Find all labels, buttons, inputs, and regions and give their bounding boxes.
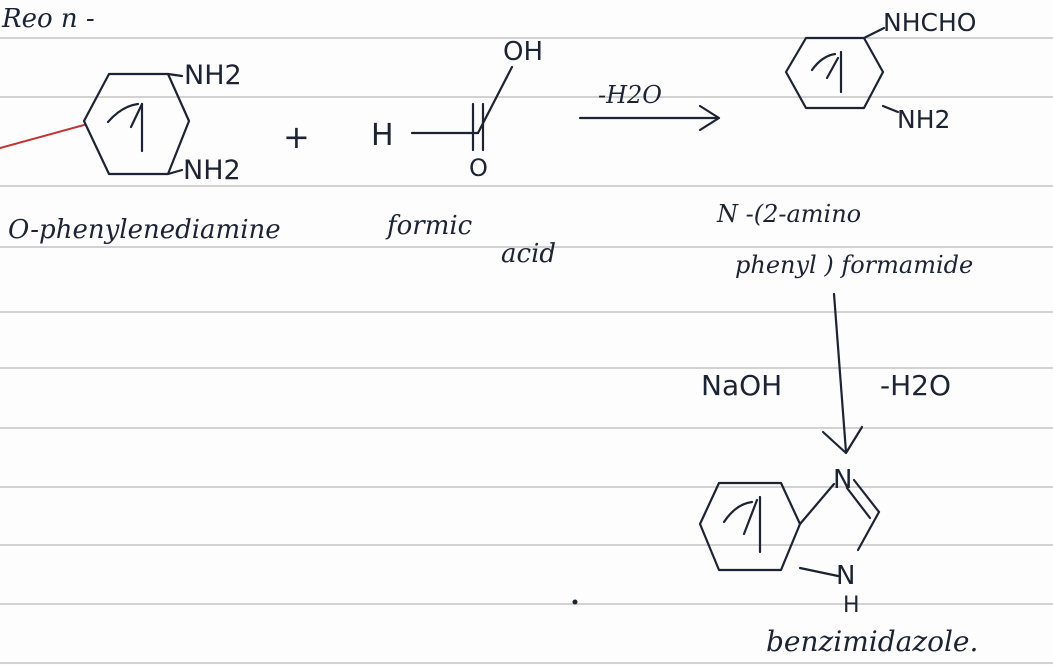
- product-n3: N: [836, 561, 855, 591]
- bond-to-nh2-top: [166, 72, 184, 78]
- formic-acid-oh: OH: [503, 37, 543, 67]
- reaction-arrow-1: [578, 104, 721, 132]
- step2-reagent: NaOH: [701, 369, 782, 402]
- arrow-2-shaft: [832, 292, 848, 454]
- reactant1-name: O-phenylenediamine: [8, 215, 281, 245]
- step2-condition: -H2O: [880, 369, 951, 402]
- ring-inner-arc-1: [106, 102, 140, 124]
- arrow-1-condition: -H2O: [598, 81, 662, 109]
- bond-n1-c2-b: [845, 486, 872, 520]
- bond-to-nh2-bottom: [166, 168, 184, 176]
- plus-sign: +: [283, 118, 310, 156]
- product-name: benzimidazole.: [766, 625, 978, 658]
- ruled-lines: [0, 37, 1053, 664]
- benzene-ring-1: [82, 72, 191, 176]
- intermediate-name-line1: N -(2-amino: [716, 200, 861, 228]
- bond-c-n3: [798, 566, 840, 578]
- header-label: Reo n -: [1, 4, 95, 34]
- ring-inner-arc-2: [810, 52, 837, 72]
- intermediate-structure: [784, 26, 900, 114]
- formic-acid-h: H: [371, 118, 394, 153]
- product-h: H: [843, 593, 860, 618]
- reactant1-nh2-top: NH2: [184, 60, 242, 91]
- ring-inner-arc-3: [722, 500, 754, 524]
- intermediate-nhcho: NHCHO: [883, 8, 976, 37]
- bond-c-n1: [798, 482, 836, 526]
- formic-acid-o: O: [469, 154, 488, 182]
- margin-stroke: [0, 124, 85, 149]
- intermediate-nh2: NH2: [897, 105, 950, 134]
- bond-to-nhcho: [862, 26, 886, 40]
- reaction-arrow-2: [821, 292, 864, 455]
- product-structure: [698, 478, 881, 578]
- intermediate-name-line2: phenyl ) formamide: [735, 251, 973, 279]
- reactant1-nh2-bottom: NH2: [183, 155, 241, 186]
- ring-inner-bond-1a: [129, 102, 144, 129]
- reactant2-structure: [410, 65, 514, 152]
- bond-c2-n3: [856, 510, 881, 552]
- bond-n1-c2-a: [852, 478, 881, 514]
- benzene-ring-3: [698, 481, 802, 572]
- bond-to-nh2: [881, 104, 900, 114]
- ring-inner-bond-2a: [825, 56, 840, 80]
- arrow-2-head: [821, 425, 864, 455]
- reactant1-structure: [82, 72, 191, 176]
- reactant2-name-line1: formic: [385, 211, 473, 241]
- reactant2-name-line2: acid: [501, 239, 556, 269]
- arrow-1-head: [698, 104, 721, 132]
- ring-inner-bond-3a: [742, 498, 759, 536]
- stray-dot: [572, 599, 578, 605]
- product-n1: N: [833, 465, 852, 495]
